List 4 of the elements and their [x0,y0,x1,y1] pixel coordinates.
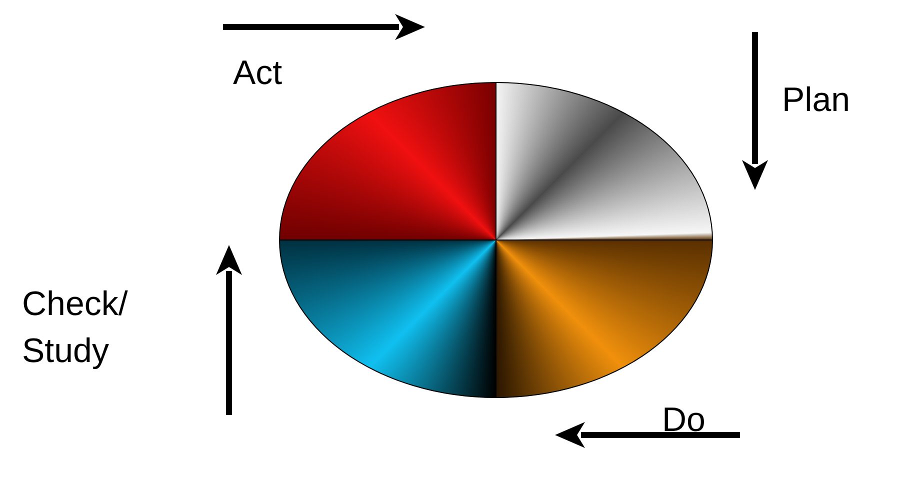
step-label: Do [662,402,706,438]
step-label: Check/ Study [22,286,128,369]
step-label: Act [233,55,282,91]
step-label: Plan [782,82,850,118]
